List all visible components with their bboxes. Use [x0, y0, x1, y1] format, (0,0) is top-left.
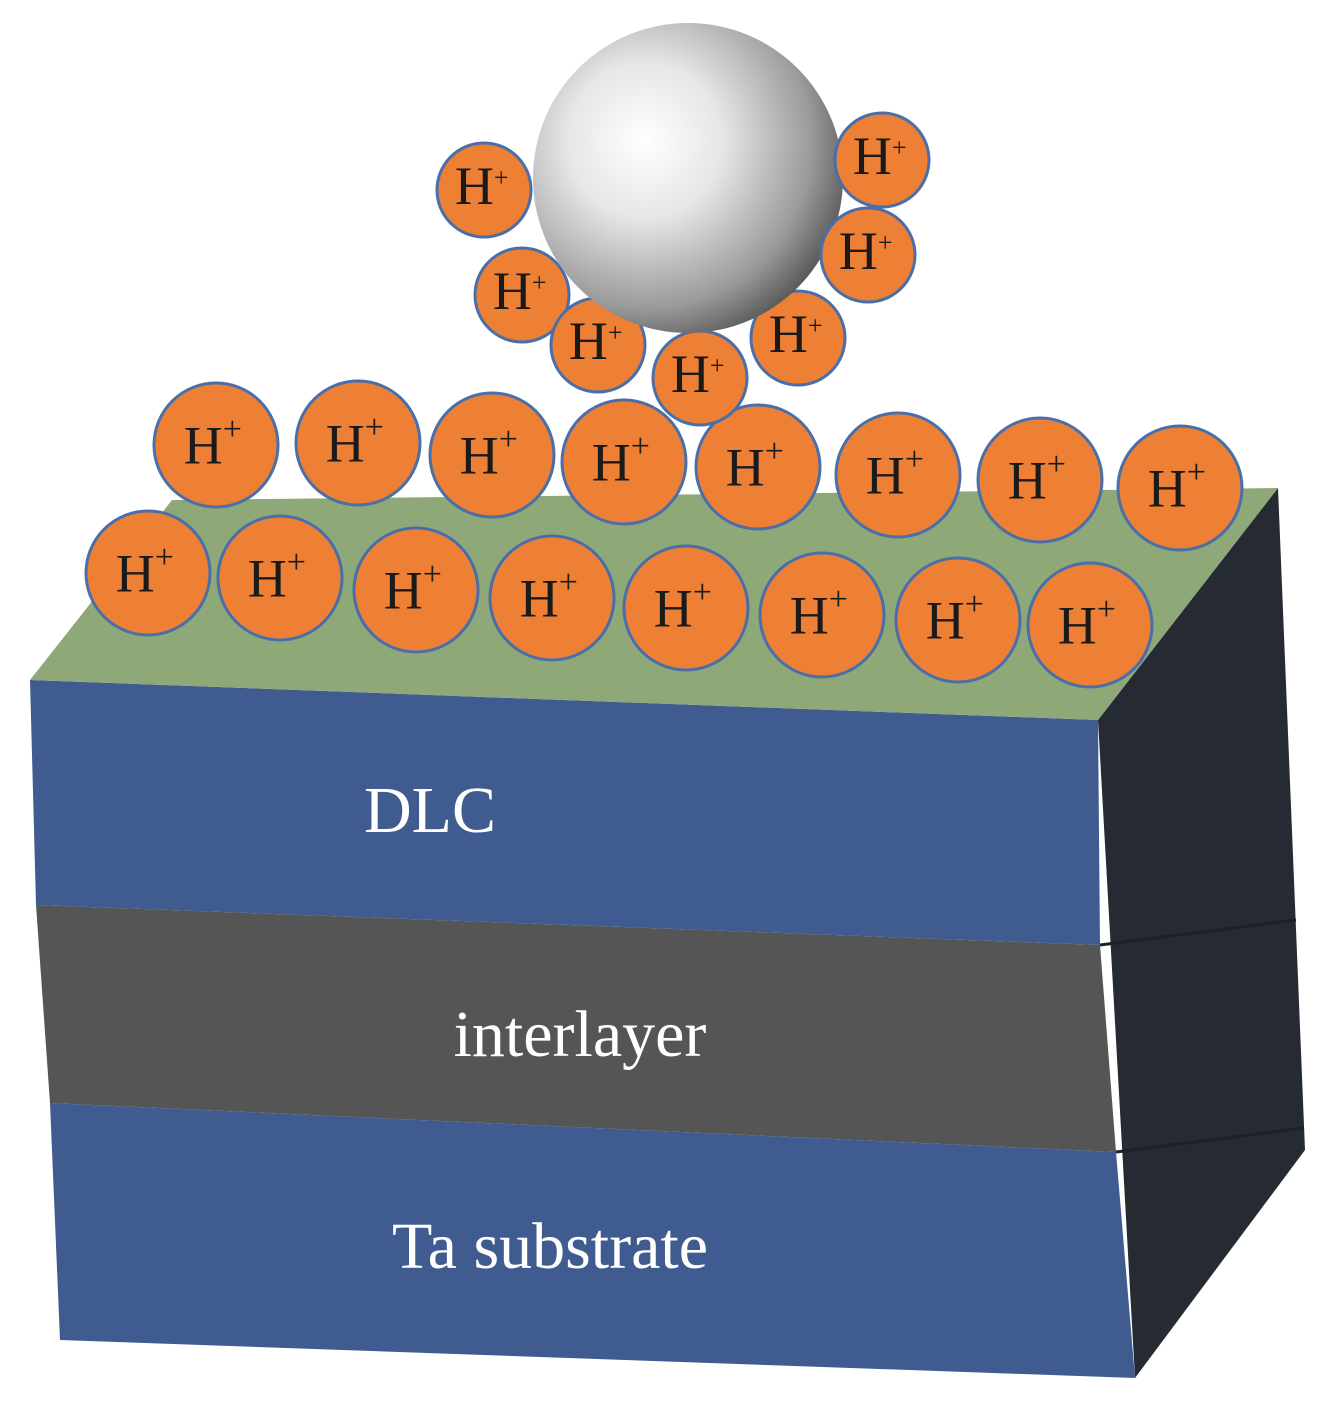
hydrogen-ion-icon: H+	[152, 381, 280, 509]
hydrogen-ion-icon: H+	[352, 526, 480, 654]
hydrogen-ion-icon: H+	[1026, 561, 1154, 689]
ion-charge: +	[1097, 591, 1116, 628]
ion-label: H+	[926, 586, 984, 651]
ion-circle	[1026, 561, 1154, 689]
ion-label: H+	[520, 564, 578, 629]
ion-circle	[694, 403, 822, 531]
interlayer-label: interlayer	[454, 998, 707, 1071]
ion-charge: +	[223, 411, 242, 448]
ion-charge: +	[1187, 454, 1206, 491]
ion-charge: +	[892, 133, 907, 162]
ion-circle	[152, 381, 280, 509]
ion-circle	[428, 391, 556, 519]
ion-charge: +	[965, 586, 984, 623]
ion-circle	[819, 206, 917, 304]
ion-circle	[622, 544, 750, 672]
ta-substrate-layer	[50, 1103, 1135, 1378]
ion-charge: +	[499, 421, 518, 458]
ion-charge: +	[693, 574, 712, 611]
dlc-layer	[30, 680, 1100, 945]
hydrogen-ion-icon: H+	[435, 141, 533, 239]
ion-circle	[473, 246, 571, 344]
ion-charge: +	[905, 441, 924, 478]
hydrogen-ion-icon: H+	[216, 514, 344, 642]
ion-circle	[560, 398, 688, 526]
ion-circle	[834, 411, 962, 539]
hydrogen-ion-icon: H+	[294, 379, 422, 507]
ion-circle	[435, 141, 533, 239]
ion-circle	[833, 111, 931, 209]
layer-edge	[1115, 1126, 1305, 1154]
ion-label: H+	[326, 409, 384, 474]
ion-circle	[894, 556, 1022, 684]
ion-circle	[488, 534, 616, 662]
ion-charge: +	[423, 556, 442, 593]
hydrogen-ion-icon: H+	[758, 551, 886, 679]
hydrogen-ion-icon: H+	[428, 391, 556, 519]
ball-ion-cluster-lower: H+H+H+H+	[473, 246, 847, 427]
ion-circle	[1116, 424, 1244, 552]
ion-circle	[294, 379, 422, 507]
ion-circle	[84, 509, 212, 637]
hydrogen-ion-icon: H+	[694, 403, 822, 531]
ta-substrate-label: Ta substrate	[392, 1210, 708, 1283]
hydrogen-ion-icon: H+	[749, 289, 847, 387]
hydrogen-ion-icon: H+	[1116, 424, 1244, 552]
ion-circle	[758, 551, 886, 679]
adsorbed-ions-front-row: H+H+H+H+H+H+H+H+	[84, 509, 1154, 689]
ion-charge: +	[287, 544, 306, 581]
hydrogen-ion-icon: H+	[833, 111, 931, 209]
hydrogen-ion-icon: H+	[488, 534, 616, 662]
hydrogen-ion-icon: H+	[819, 206, 917, 304]
counterpart-ball-icon	[533, 23, 843, 333]
ion-charge: +	[631, 428, 650, 465]
ion-charge: +	[532, 268, 547, 297]
hydrogen-ion-icon: H+	[473, 246, 571, 344]
ion-label: H+	[116, 539, 174, 604]
hydrogen-ion-icon: H+	[549, 296, 647, 394]
hydrogen-ion-icon: H+	[622, 544, 750, 672]
ion-charge: +	[155, 539, 174, 576]
ion-circle	[352, 526, 480, 654]
ball-ion-cluster-upper: H+H+H+	[435, 111, 931, 304]
hydrogen-ion-icon: H+	[976, 416, 1104, 544]
ion-charge: +	[878, 228, 893, 257]
ion-label: H+	[790, 581, 848, 646]
ion-charge: +	[765, 433, 784, 470]
hydrogen-ion-icon: H+	[834, 411, 962, 539]
hydrogen-ion-icon: H+	[651, 329, 749, 427]
ion-circle	[749, 289, 847, 387]
hydrogen-ion-icon: H+	[84, 509, 212, 637]
ion-charge: +	[808, 311, 823, 340]
ion-charge: +	[365, 409, 384, 446]
ion-charge: +	[559, 564, 578, 601]
ion-circle	[216, 514, 344, 642]
hydrogen-ion-icon: H+	[560, 398, 688, 526]
ion-charge: +	[1047, 446, 1066, 483]
layer-edge	[1099, 918, 1297, 947]
adsorbed-ions-back-row: H+H+H+H+H+H+H+H+	[152, 379, 1244, 552]
ion-circle	[976, 416, 1104, 544]
ion-charge: +	[710, 351, 725, 380]
interlayer-layer	[36, 905, 1116, 1152]
ion-label: H+	[460, 421, 518, 486]
ion-charge: +	[494, 163, 509, 192]
ion-charge: +	[829, 581, 848, 618]
dlc-label: DLC	[364, 774, 496, 847]
ion-charge: +	[608, 318, 623, 347]
hydrogen-ion-icon: H+	[894, 556, 1022, 684]
